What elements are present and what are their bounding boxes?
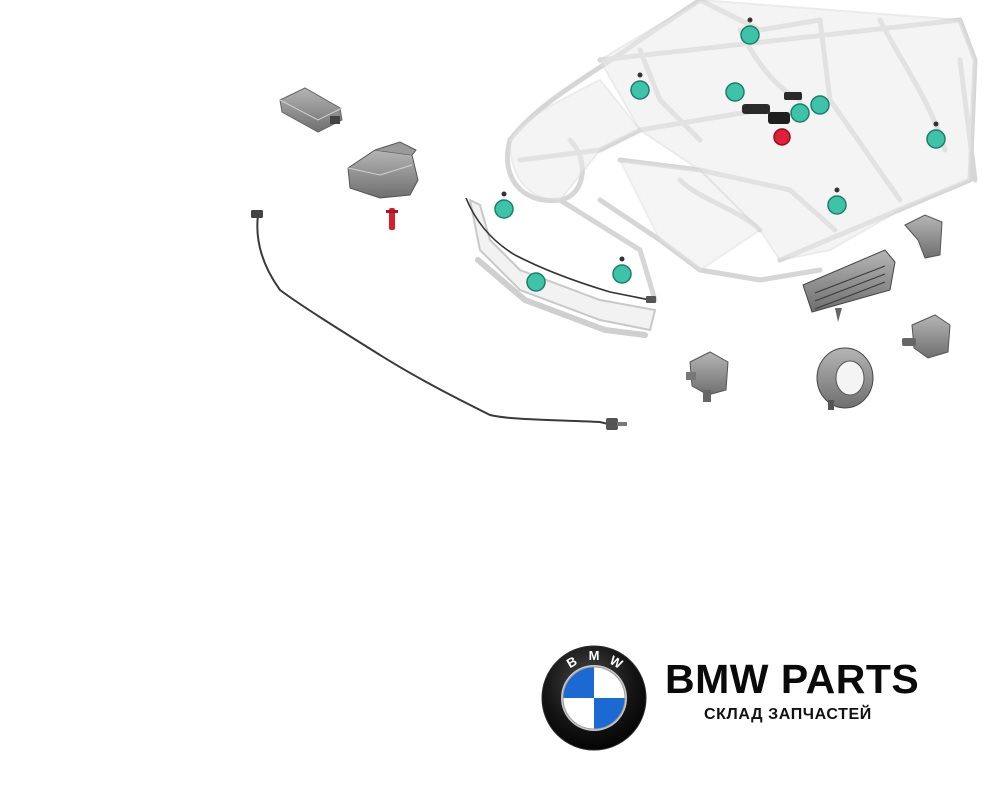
sensor-location-icon <box>827 195 847 215</box>
sensor-location-icon <box>740 25 760 45</box>
sensor-location-icon <box>926 129 946 149</box>
console-modules <box>742 92 802 124</box>
sensor-location-icon <box>526 272 546 292</box>
bumper-sensor-cable <box>465 197 651 301</box>
sensor-location-icon <box>612 264 632 284</box>
car-frame-shading <box>508 0 977 272</box>
sensor-part-right <box>902 314 951 359</box>
sensor-markers <box>494 25 946 292</box>
long-sensor-cable <box>251 210 627 430</box>
logo-letter: M <box>589 648 600 663</box>
grille-duct-part <box>802 249 896 322</box>
sensor-control-unit <box>347 141 419 199</box>
highlighted-part-marker <box>773 128 791 146</box>
sensor-location-icon <box>790 103 810 123</box>
sensor-marker-pins <box>501 17 939 262</box>
control-module <box>279 87 343 133</box>
sensor-location-icon <box>810 95 830 115</box>
bumper-cable-connector <box>646 296 656 303</box>
sensor-part-left <box>686 351 729 402</box>
red-screw-fastener <box>386 208 398 230</box>
bracket-part <box>904 214 943 259</box>
sensor-location-icon <box>494 199 514 219</box>
front-bumper-beam <box>468 198 657 338</box>
brand-subtitle: СКЛАД ЗАПЧАСТЕЙ <box>704 706 872 723</box>
siren-horn-part <box>816 347 874 410</box>
sensor-location-icon <box>630 80 650 100</box>
sensor-location-icon <box>725 82 745 102</box>
brand-title: BMW PARTS <box>665 656 920 702</box>
